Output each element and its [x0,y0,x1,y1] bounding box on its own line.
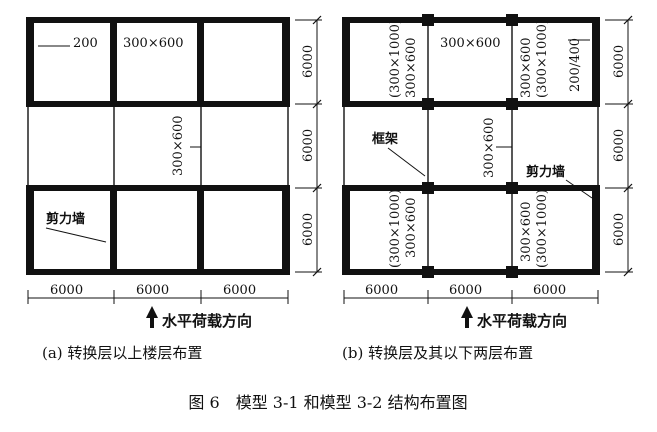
left-bottom-label-2: 300×600 [404,197,419,258]
diagram-a-horizontal-dimensions: 6000 6000 6000 [27,283,289,304]
dim-b-v1: 6000 [612,45,627,78]
diagram-b-columns [422,14,518,278]
diagram-a: 200 300×600 300×600 剪力墙 [26,17,290,275]
beam-label-top: 300×600 [123,36,184,51]
frame-leader [387,147,426,177]
dim-a-h1: 6000 [50,283,83,298]
arrow-up-icon [461,306,473,328]
frame-label: 框架 [372,131,398,147]
left-top-label-1: (300×1000) [388,19,403,98]
direction-label-a: 水平荷载方向 [162,312,252,330]
dim-a-h3: 6000 [223,283,256,298]
dim-a-v1: 6000 [301,45,316,78]
dim-b-v3: 6000 [612,213,627,246]
wall-thickness-label: 200 [73,36,98,51]
caption-b: (b) 转换层及其以下两层布置 [342,344,533,362]
dim-b-v2: 6000 [612,129,627,162]
dim-b-h1: 6000 [365,283,398,298]
wall-thickness-label-b: 200/400 [568,38,583,92]
shear-wall-label-b: 剪力墙 [526,164,565,180]
beam-label-middle: 300×600 [171,115,186,176]
load-direction-a: 水平荷载方向 [146,306,252,330]
right-top-label-2: (300×1000) [535,19,550,98]
left-top-label-2: 300×600 [404,37,419,98]
direction-label-b: 水平荷载方向 [477,312,567,330]
caption-a: (a) 转换层以上楼层布置 [42,344,202,362]
diagram-b: 300×600 (300×1000) 300×600 300×600 (300×… [342,14,600,278]
diagram-a-vertical-dimensions: 6000 6000 6000 [295,15,322,277]
diagram-b-walls [342,17,600,275]
figure-caption: 图 6 模型 3-1 和模型 3-2 结构布置图 [188,393,467,412]
shear-wall-label: 剪力墙 [46,211,85,227]
right-bottom-label-1: 300×600 [519,201,534,262]
load-direction-b: 水平荷载方向 [461,306,567,330]
dim-a-v2: 6000 [301,129,316,162]
right-bottom-label-2: (300×1000) [535,189,550,268]
beam-label-top-b: 300×600 [440,36,501,51]
dim-b-h3: 6000 [533,283,566,298]
diagram-b-vertical-dimensions: 6000 6000 6000 [605,15,633,277]
right-top-label-1: 300×600 [519,37,534,98]
center-beam-label: 300×600 [482,117,497,178]
arrow-up-icon [146,306,158,328]
diagram-a-grid [27,19,289,273]
shear-wall-leader-b [565,179,593,199]
dim-a-v3: 6000 [301,213,316,246]
dim-b-h2: 6000 [449,283,482,298]
diagram-b-horizontal-dimensions: 6000 6000 6000 [343,283,599,304]
dim-a-h2: 6000 [136,283,169,298]
left-bottom-label-1: (300×1000) [388,189,403,268]
shear-wall-leader [45,227,107,243]
diagram-a-shear-walls [26,17,290,275]
